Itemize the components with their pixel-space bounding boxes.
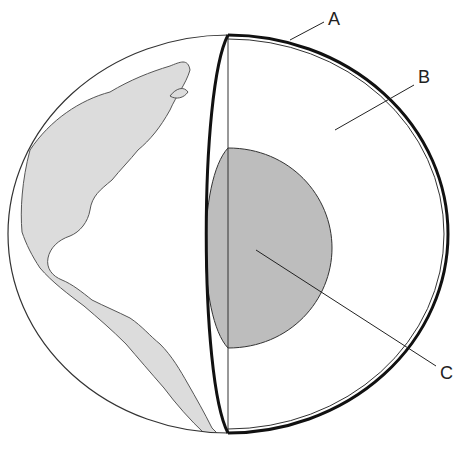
globe-outline [8, 35, 448, 433]
axis-line [228, 35, 229, 433]
cut-edge [206, 35, 228, 433]
leader-line [256, 250, 436, 366]
part-letter: B [418, 68, 430, 86]
leader-line [290, 22, 324, 40]
leader-line [335, 85, 414, 130]
globe [8, 35, 448, 433]
crust-inner [228, 39, 444, 429]
continents [21, 62, 218, 434]
part-letter: A [328, 10, 340, 28]
crust [228, 35, 448, 433]
part-letter: C [440, 364, 453, 382]
core [206, 148, 333, 348]
cut-face [206, 35, 448, 433]
